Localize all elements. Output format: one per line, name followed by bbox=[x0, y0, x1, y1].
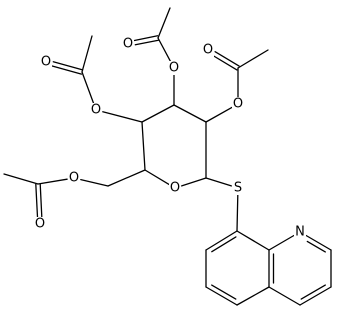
carbonyl-oxygen-label: O bbox=[35, 217, 45, 232]
single-bond bbox=[236, 286, 270, 306]
single-bond bbox=[236, 230, 270, 251]
ring-oxygen-label: O bbox=[170, 181, 180, 196]
ester-oxygen-atom-c3: O bbox=[168, 61, 180, 76]
ester-oxygen-atom-c4: O bbox=[90, 103, 102, 118]
ester-oxygen-label: O bbox=[69, 171, 79, 186]
carbonyl-double-bond bbox=[133, 35, 159, 42]
ring-oxygen-atom: O bbox=[169, 181, 181, 196]
carbonyl-double-bond bbox=[52, 61, 84, 71]
single-bond bbox=[37, 178, 68, 185]
single-bond bbox=[157, 37, 172, 63]
single-bond bbox=[268, 286, 301, 306]
thio-sulfur-atom: S bbox=[232, 181, 244, 196]
single-bond bbox=[141, 104, 175, 123]
sulfur-label: S bbox=[234, 181, 242, 196]
ester-oxygen-label: O bbox=[91, 103, 101, 118]
single-bond bbox=[107, 169, 146, 187]
ester-oxygen-label: O bbox=[169, 61, 179, 76]
single-bond bbox=[81, 35, 93, 73]
quinoline-nitrogen-atom: N bbox=[294, 225, 306, 240]
carbonyl-oxygen-atom-c2: O bbox=[202, 43, 214, 58]
carbonyl-oxygen-label: O bbox=[123, 37, 133, 52]
aromatic-bond-inner bbox=[300, 284, 326, 300]
aromatic-bond-inner bbox=[211, 236, 237, 253]
carbonyl-oxygen-atom-c6: O bbox=[34, 217, 46, 232]
single-bond bbox=[173, 104, 207, 123]
single-bond bbox=[236, 194, 239, 232]
single-bond bbox=[102, 111, 143, 123]
single-bond bbox=[181, 177, 207, 187]
single-bond bbox=[205, 177, 232, 187]
bond-layer bbox=[3, 7, 332, 306]
carbonyl-oxygen-label: O bbox=[203, 43, 213, 58]
aromatic-bond-outer bbox=[205, 230, 238, 251]
aromatic-bond-outer bbox=[299, 286, 332, 306]
single-bond bbox=[237, 49, 269, 69]
carbonyl-double-bond bbox=[35, 183, 39, 218]
ester-oxygen-atom-c6: O bbox=[68, 171, 80, 186]
carbonyl-double-bond bbox=[51, 65, 83, 75]
carbonyl-double-bond bbox=[214, 51, 240, 67]
single-bond bbox=[157, 7, 171, 39]
single-bond bbox=[81, 71, 95, 105]
carbonyl-double-bond bbox=[39, 183, 43, 218]
carbonyl-double-bond bbox=[134, 39, 160, 46]
ester-oxygen-label: O bbox=[233, 97, 243, 112]
aromatic-bond-outer bbox=[205, 286, 238, 306]
nitrogen-label: N bbox=[295, 225, 305, 240]
single-bond bbox=[268, 234, 295, 251]
single-bond bbox=[205, 106, 233, 123]
single-bond bbox=[3, 173, 39, 185]
single-bond bbox=[144, 169, 170, 186]
carbonyl-oxygen-atom-c3: O bbox=[122, 37, 134, 52]
aromatic-bond-outer bbox=[305, 234, 332, 251]
single-bond bbox=[80, 178, 109, 187]
carbonyl-oxygen-atom-c4: O bbox=[40, 55, 52, 70]
single-bond bbox=[141, 121, 146, 171]
carbonyl-oxygen-label: O bbox=[41, 55, 51, 70]
aromatic-bond-inner bbox=[306, 240, 326, 253]
ester-oxygen-atom-c2: O bbox=[232, 97, 244, 112]
carbonyl-double-bond bbox=[212, 54, 238, 71]
aromatic-bond-inner bbox=[211, 284, 237, 300]
atom-label-layer: O S N O O O O bbox=[34, 37, 306, 240]
